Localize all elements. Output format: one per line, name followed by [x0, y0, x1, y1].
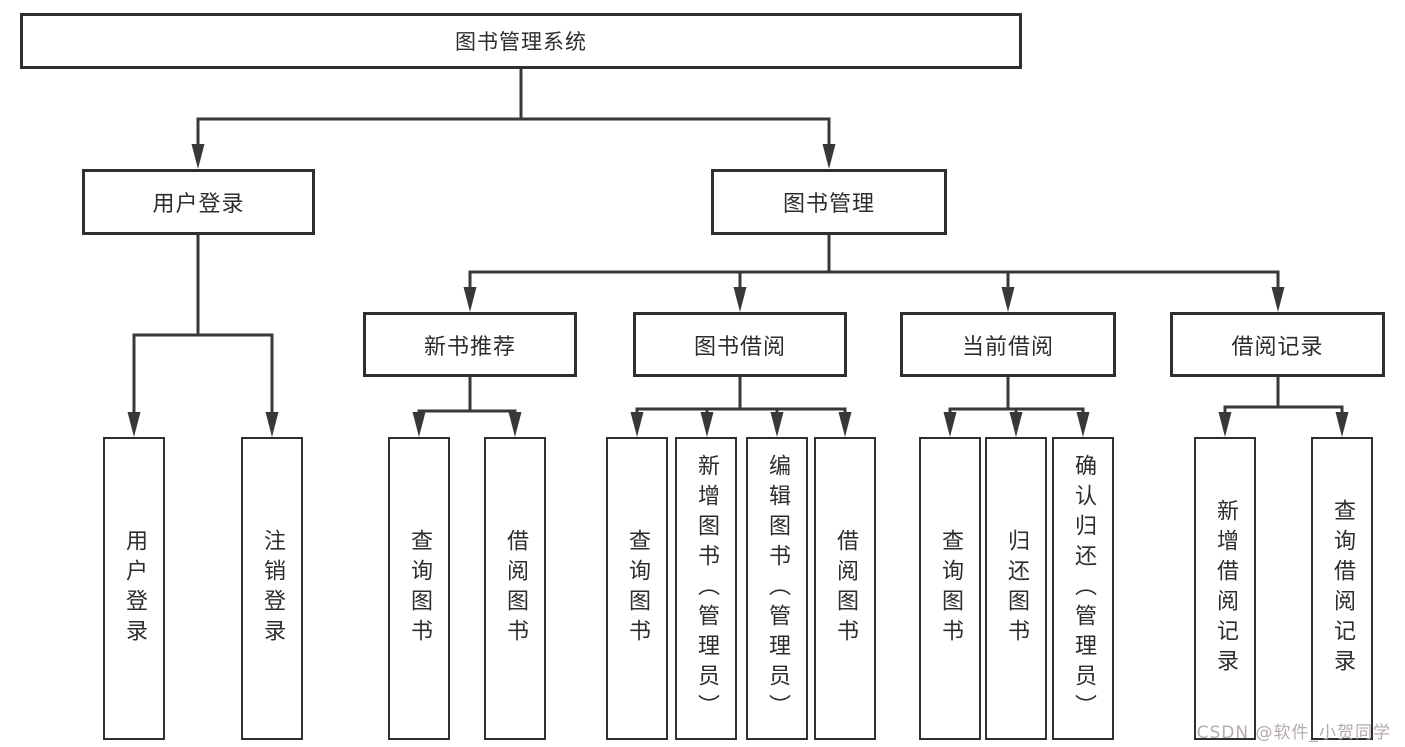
node-borrowing-records: 借阅记录 [1170, 312, 1385, 377]
node-new-book-recommend: 新书推荐 [363, 312, 577, 377]
arrow-down-icon [463, 287, 477, 312]
arrow-down-icon [508, 412, 522, 437]
arrow-down-icon [1001, 287, 1015, 312]
arrow-down-icon [1218, 412, 1232, 437]
leaf-query-borrow-record: 查询借阅记录 [1311, 437, 1373, 740]
arrow-down-icon [191, 144, 205, 169]
arrow-down-icon [822, 144, 836, 169]
arrow-down-icon [1271, 287, 1285, 312]
leaf-add-books-admin: 新增图书（管理员） [675, 437, 737, 740]
leaf-edit-books-admin: 编辑图书（管理员） [746, 437, 808, 740]
leaf-logout-login: 注销登录 [241, 437, 303, 740]
arrow-down-icon [838, 412, 852, 437]
arrow-down-icon [700, 412, 714, 437]
arrow-down-icon [127, 412, 141, 437]
arrow-down-icon [770, 412, 784, 437]
node-current-borrowing: 当前借阅 [900, 312, 1116, 377]
leaf-user-login: 用户登录 [103, 437, 165, 740]
node-book-management: 图书管理 [711, 169, 947, 235]
arrow-down-icon [265, 412, 279, 437]
leaf-confirm-return-admin: 确认归还（管理员） [1052, 437, 1114, 740]
csdn-watermark: CSDN @软件_小贺同学 [1196, 723, 1391, 743]
leaf-borrow-books-recommend: 借阅图书 [484, 437, 546, 740]
leaf-return-books: 归还图书 [985, 437, 1047, 740]
arrow-down-icon [943, 412, 957, 437]
node-book-borrowing: 图书借阅 [633, 312, 847, 377]
leaf-query-books-current: 查询图书 [919, 437, 981, 740]
leaf-add-borrow-record: 新增借阅记录 [1194, 437, 1256, 740]
arrow-down-icon [412, 412, 426, 437]
leaf-query-books-borrowing: 查询图书 [606, 437, 668, 740]
arrow-down-icon [1335, 412, 1349, 437]
arrow-down-icon [733, 287, 747, 312]
node-user-login: 用户登录 [82, 169, 315, 235]
arrow-down-icon [630, 412, 644, 437]
arrow-down-icon [1009, 412, 1023, 437]
leaf-query-books-recommend: 查询图书 [388, 437, 450, 740]
leaf-borrow-books-borrowing: 借阅图书 [814, 437, 876, 740]
arrowheads [127, 144, 1349, 437]
node-root-library-system: 图书管理系统 [20, 13, 1022, 69]
arrow-down-icon [1076, 412, 1090, 437]
